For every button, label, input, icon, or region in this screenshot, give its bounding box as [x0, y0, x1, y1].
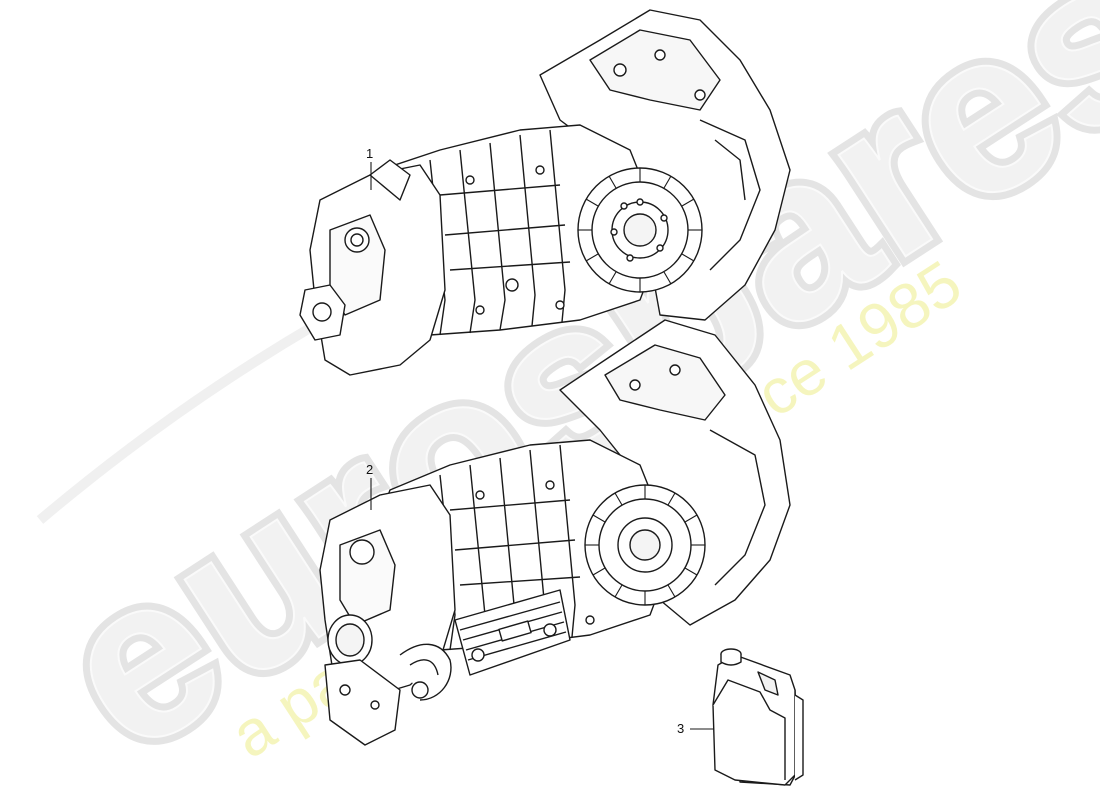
callout-1[interactable]: 1 [366, 146, 374, 161]
callout-3[interactable]: 3 [677, 721, 685, 736]
gearbox-1[interactable] [299, 9, 791, 376]
gearbox-2[interactable] [319, 319, 791, 746]
oil-canister[interactable] [712, 648, 804, 786]
callout-2[interactable]: 2 [366, 462, 374, 477]
